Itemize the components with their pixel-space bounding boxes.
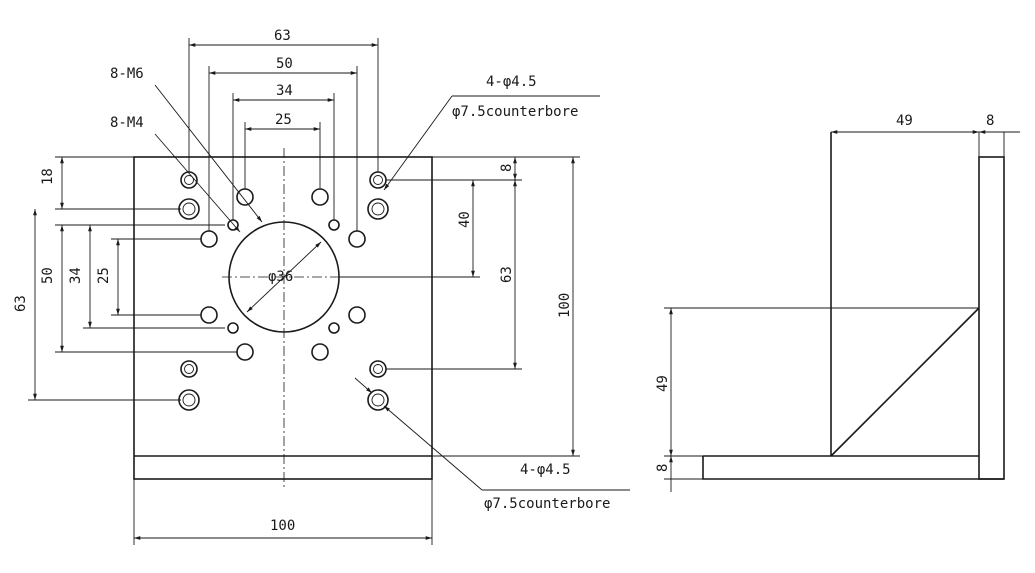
counterbore-hole-inner <box>371 393 385 407</box>
top-dimensions: 63 50 34 25 <box>188 28 379 231</box>
center-bore <box>228 221 340 333</box>
callouts: 8-M6 8-M4 4-φ4.5 φ7.5counterbore 4-φ4.5 … <box>110 66 630 512</box>
counterbore-hole-inner <box>373 364 383 374</box>
dim-left-50: 50 <box>40 267 56 284</box>
dim-right-63: 63 <box>499 266 515 283</box>
counterbore-hole <box>369 171 387 189</box>
counterbore-hole-inner <box>182 393 196 407</box>
m6-hole <box>348 306 366 324</box>
counterbore-hole <box>367 198 389 220</box>
m6-hole <box>236 343 254 361</box>
m6-hole <box>348 230 366 248</box>
counterbore-hole <box>180 360 198 378</box>
front-view: φ36 <box>13 28 630 545</box>
dim-left-34: 34 <box>68 267 84 284</box>
counterbore-hole-inner <box>184 364 194 374</box>
bottom-dimension: 100 <box>133 479 433 545</box>
dim-right-100: 100 <box>557 293 573 318</box>
dim-left-18: 18 <box>40 168 56 185</box>
left-dimensions: 18 63 50 34 25 <box>13 156 237 401</box>
dim-bottom-100: 100 <box>270 518 295 534</box>
dim-top-34: 34 <box>276 83 293 99</box>
m4-hole <box>328 219 340 231</box>
center-bore-label: φ36 <box>268 269 293 285</box>
m6-hole <box>200 230 218 248</box>
counterbore-hole-inner <box>184 175 194 185</box>
right-dimensions: 8 40 63 100 <box>340 156 580 457</box>
vertical-leg <box>978 156 1005 480</box>
m6-hole <box>200 306 218 324</box>
m6-hole <box>311 343 329 361</box>
side-view: 49 8 49 8 <box>655 113 1020 492</box>
note-8-m4: 8-M4 <box>110 115 144 131</box>
note-counterbore-bottom-size: φ7.5counterbore <box>484 496 610 512</box>
m4-hole <box>328 322 340 334</box>
dim-side-top-49: 49 <box>896 113 913 129</box>
counterbore-hole <box>369 360 387 378</box>
counterbore-hole <box>178 198 200 220</box>
dim-left-63: 63 <box>13 295 29 312</box>
m6-hole <box>236 188 254 206</box>
counterbore-hole-inner <box>371 202 385 216</box>
dim-top-25: 25 <box>275 112 292 128</box>
note-8-m6: 8-M6 <box>110 66 144 82</box>
plate-outline <box>133 156 433 480</box>
m6-hole <box>311 188 329 206</box>
dim-side-left-49: 49 <box>655 375 671 392</box>
counterbore-hole <box>367 389 389 411</box>
gusset-diagonal <box>830 307 980 457</box>
counterbore-hole-inner <box>182 202 196 216</box>
counterbore-hole-inner <box>373 175 383 185</box>
dim-left-25: 25 <box>96 267 112 284</box>
dim-side-left-8: 8 <box>655 464 671 472</box>
dim-right-8: 8 <box>499 164 515 172</box>
dim-top-63: 63 <box>274 28 291 44</box>
horizontal-leg-outline <box>702 456 1004 480</box>
m4-hole <box>227 322 239 334</box>
note-counterbore-bottom-qty: 4-φ4.5 <box>520 462 571 478</box>
note-counterbore-top-size: φ7.5counterbore <box>452 104 578 120</box>
center-bore-leader <box>246 241 322 313</box>
note-counterbore-top-qty: 4-φ4.5 <box>486 74 537 90</box>
dim-side-top-8: 8 <box>986 113 994 129</box>
counterbore-hole <box>178 389 200 411</box>
counterbore-holes <box>178 171 389 411</box>
dim-right-40: 40 <box>457 211 473 228</box>
dim-top-50: 50 <box>276 56 293 72</box>
